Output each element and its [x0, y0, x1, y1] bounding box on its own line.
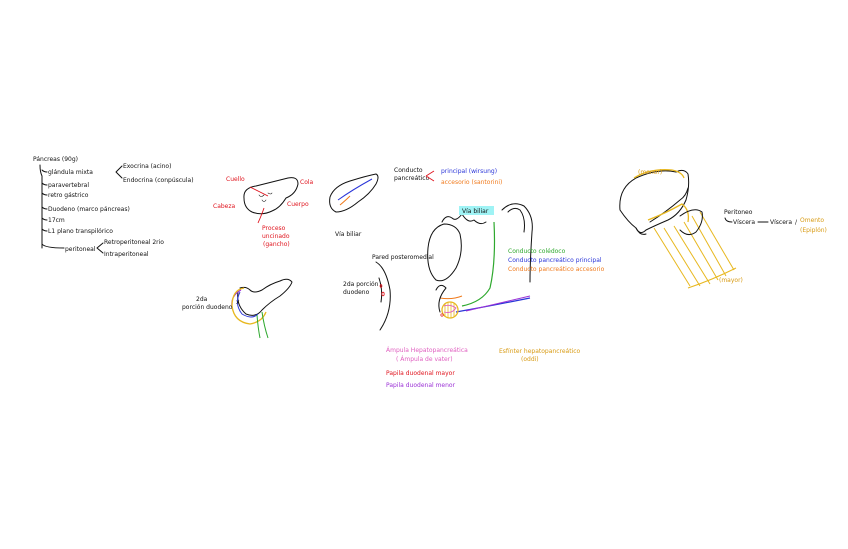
label-viscera-a: Víscera: [733, 219, 755, 226]
small-x-mark: x: [236, 299, 240, 306]
peritoneo-branch: [725, 218, 732, 222]
label-peritoneo: Peritoneo: [724, 209, 753, 216]
ampolla-label: Ámpula Hepatopancreática: [386, 347, 468, 354]
legend-accesorio: Conducto pancreático accesorio: [508, 266, 605, 273]
esfinter-label: Esfínter hepatopancreático: [499, 348, 581, 355]
label-proceso-2: uncinado: [262, 233, 290, 240]
outline-item-7: peritoneal: [65, 246, 96, 253]
label-mayor: (mayor): [719, 277, 743, 284]
papila-menor-label: Papila duodenal menor: [386, 382, 456, 389]
papila-mayor-label: Papila duodenal mayor: [386, 370, 455, 377]
branch-5: [42, 218, 47, 220]
stomach-omentum-figure: (menor) (mayor) Peritoneo Víscera Víscer…: [620, 169, 827, 288]
outline-item-2: paravertebral: [48, 182, 89, 189]
ampulla-sphincter: [442, 302, 458, 318]
duodenal-loop-inner: [508, 208, 525, 232]
label-epiplon: (Epiplón): [800, 227, 827, 234]
pared-label: Pared posteromedial: [372, 254, 434, 261]
stomach-fold: [680, 210, 702, 235]
peritoneal-child-2: Intraperitoneal: [104, 251, 149, 258]
branch-7: [42, 244, 64, 248]
label-cuello: Cuello: [226, 176, 245, 183]
label-cola: Cola: [300, 179, 314, 186]
branch-3: [42, 193, 47, 195]
label-cuerpo: Cuerpo: [287, 201, 309, 208]
outline-root: Páncreas (90g): [33, 156, 78, 163]
small-blue-duct: [237, 292, 258, 317]
outline-tree: Páncreas (90g) glándula mixta paraverteb…: [33, 156, 194, 258]
outline-item-5: 17cm: [48, 217, 65, 224]
mixta-bracket: [116, 166, 122, 178]
orange-duct: [440, 296, 462, 299]
accessory-purple-duct: [466, 296, 530, 311]
wall-inner-curve: [379, 278, 382, 302]
mixta-child-2: Endocrina (conpúscula): [123, 177, 194, 184]
mixta-child-1: Exocrina (acino): [123, 163, 171, 170]
main-duct-line: [338, 179, 372, 200]
legend-principal: Conducto pancreático principal: [508, 257, 602, 264]
pancreas-outline: [244, 178, 298, 214]
gallbladder-outline: [428, 224, 462, 281]
esfinter-sub-label: (oddi): [521, 356, 539, 363]
choledoch-duct: [462, 222, 495, 306]
duodenal-wall-figure: Pared posteromedial 2da porción duodeno: [343, 254, 434, 330]
via-biliar-label: Vía biliar: [462, 208, 489, 215]
peritoneal-child-1: Retroperitoneal 2rio: [104, 239, 164, 246]
cystic-duct-spiral: [442, 214, 486, 224]
biliary-figure: Vía biliar Conducto colédoco Conducto pa…: [386, 204, 605, 389]
small-duodeno-label-2: porción duodeno: [182, 304, 233, 311]
ampolla-sub-label: ( Ámpula de vater): [396, 356, 453, 363]
outline-item-6: L1 plano transpilórico: [48, 228, 113, 235]
small-duodenum-yellow: [232, 288, 266, 324]
legend-coledoco: Conducto colédoco: [508, 248, 566, 255]
small-green-duct-2: [257, 315, 260, 338]
label-via-biliar-small: Vía biliar: [335, 231, 362, 238]
porcion-label-1: 2da porción: [343, 281, 379, 288]
peritoneal-bracket: [97, 243, 103, 253]
small-green-duct: [262, 312, 268, 338]
outline-trunk: [40, 165, 42, 248]
branch-6: [42, 229, 47, 231]
sphincter-stripes: [445, 302, 454, 318]
label-omento: Omento: [800, 217, 824, 224]
conducto-label-2: pancreático: [394, 175, 430, 182]
pancreas-small-outline: [238, 279, 292, 315]
label-principal: principal (wirsung): [441, 168, 497, 175]
wall-papila-mayor: [382, 292, 384, 296]
label-viscera-b: Víscera: [770, 219, 792, 226]
outline-item-4: Duodeno (marco páncreas): [48, 206, 130, 213]
cuello-pointer: [250, 187, 268, 196]
small-duodeno-label-1: 2da: [196, 296, 208, 303]
label-proceso-3: (gancho): [263, 241, 290, 248]
label-sep: /: [795, 219, 798, 226]
label-accesorio: accesorio (santorini): [441, 179, 502, 186]
label-proceso-1: Proceso: [262, 225, 286, 232]
branch-4: [42, 207, 47, 209]
porcion-label-2: duodeno: [343, 289, 370, 296]
proceso-pointer: [258, 208, 264, 223]
pancreas-duct-figure: Vía biliar Conducto pancreático principa…: [330, 167, 503, 238]
label-cabeza: Cabeza: [213, 203, 236, 210]
label-menor: (menor): [638, 169, 662, 176]
branch-1: [42, 170, 47, 172]
outline-item-1: glándula mixta: [48, 169, 93, 176]
duodenum-small-figure: x 2da porción duodeno: [182, 279, 292, 338]
pancreas-parts-figure: Cuello Cola Cabeza Cuerpo Proceso uncina…: [213, 176, 314, 248]
conducto-label-1: Conducto: [394, 167, 423, 174]
branch-2: [42, 183, 47, 185]
papila-mayor-dot: [441, 314, 443, 316]
outline-item-3: retro gástrico: [48, 192, 89, 199]
